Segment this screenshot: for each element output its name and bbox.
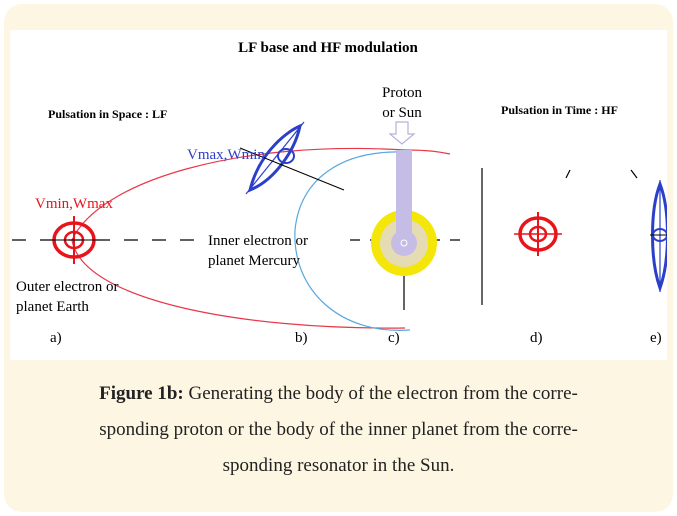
caption-text-line2: sponding proton or the body of the inner… <box>99 419 578 440</box>
panel-label-a: a) <box>50 330 62 346</box>
diagram: LF base and HF modulation Pulsation in S… <box>12 40 669 346</box>
pulsation-space-label: Pulsation in Space : LF <box>48 107 167 121</box>
outer-velocity-label: Vmin,Wmax <box>35 196 113 212</box>
sun-resonator-beam <box>396 150 412 245</box>
outer-electron-label-line1: Outer electron or <box>16 279 118 295</box>
inner-electron <box>239 121 345 195</box>
tick-d <box>565 169 571 179</box>
caption-text-line1: Generating the body of the electron from… <box>183 383 578 404</box>
outer-electron-label-line2: planet Earth <box>16 299 89 315</box>
panel-label-e: e) <box>650 330 662 346</box>
proton-down-arrow <box>388 121 416 145</box>
panel-label-d: d) <box>530 330 543 346</box>
sun-center-dot <box>400 239 408 247</box>
pulsation-time-label: Pulsation in Time : HF <box>501 103 618 117</box>
panel-label-c: c) <box>388 330 400 346</box>
inner-electron-label-line1: Inner electron or <box>208 233 308 249</box>
inner-velocity-label: Vmax,Wmin <box>187 147 265 163</box>
diagram-title: LF base and HF modulation <box>238 40 418 56</box>
figure-caption: Figure 1b: Generating the body of the el… <box>18 376 659 484</box>
proton-label-line1: Proton <box>382 85 423 101</box>
figure-card: LF base and HF modulation Pulsation in S… <box>4 4 673 512</box>
figure-area: LF base and HF modulation Pulsation in S… <box>10 30 669 360</box>
caption-label: Figure 1b: <box>99 383 184 404</box>
panel-label-b: b) <box>295 330 308 346</box>
inner-orbit-path <box>294 151 411 331</box>
tick-e <box>630 169 638 179</box>
time-electron-e <box>650 179 669 293</box>
caption-text-line3: sponding resonator in the Sun. <box>222 455 455 476</box>
proton-label-line2: or Sun <box>382 105 422 121</box>
inner-electron-label-line2: planet Mercury <box>208 253 301 269</box>
outer-electron <box>48 216 100 264</box>
time-electron-d <box>514 212 562 256</box>
